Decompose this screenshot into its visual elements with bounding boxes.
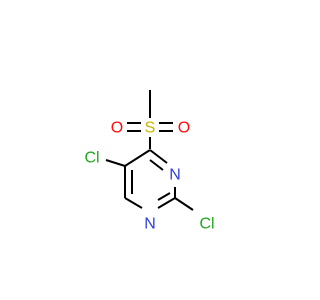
chlorine-2-label: Cl [199, 216, 214, 233]
oxygen-left-label: O [111, 120, 123, 137]
nitrogen-1-label: N [144, 216, 156, 233]
bond-c2-chlorine [174, 197, 194, 211]
chlorine-5-label: Cl [84, 150, 99, 167]
atom-labels: S O O Cl N N Cl [84, 120, 214, 233]
bond-n3-c4 [149, 149, 168, 164]
molecule-structure-diagram: S O O Cl N N Cl [84, 90, 215, 233]
bond-c4-c5 [124, 149, 151, 167]
bond-c6-n1 [124, 197, 143, 209]
bond-group [105, 90, 194, 211]
bond-n3-c4-inner [149, 159, 164, 171]
oxygen-right-label: O [178, 120, 190, 137]
bond-n1-c2 [157, 197, 176, 209]
bond-c5-chlorine [105, 159, 126, 167]
sulfur-label: S [145, 120, 156, 137]
nitrogen-3-label: N [169, 167, 181, 184]
bond-n1-c2-inner [157, 192, 171, 201]
